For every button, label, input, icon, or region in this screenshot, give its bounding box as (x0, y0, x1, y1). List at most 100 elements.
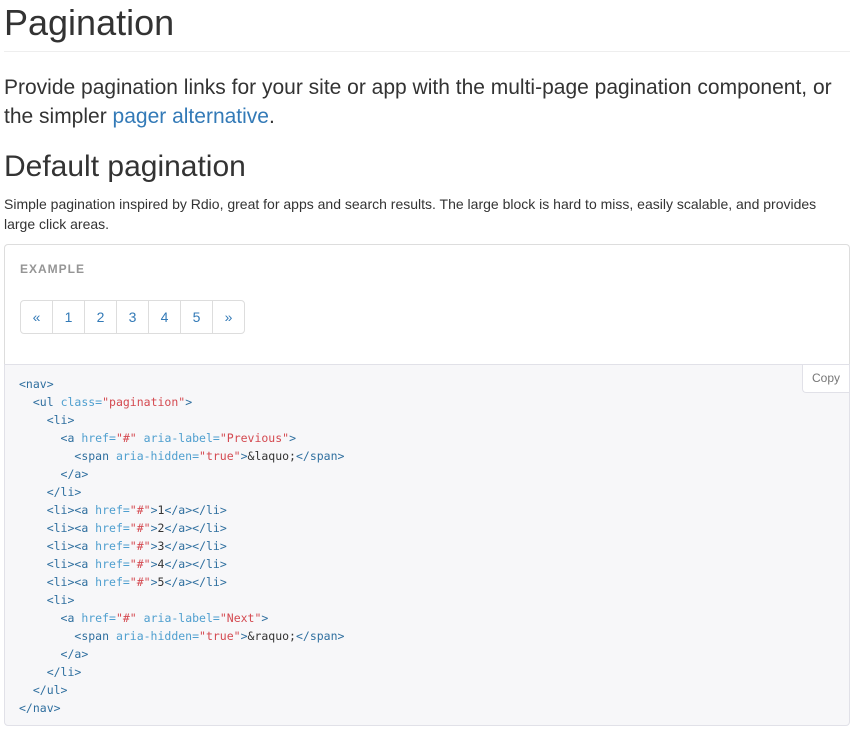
intro-paragraph: Provide pagination links for your site o… (4, 73, 850, 131)
code-token: aria-label= (143, 611, 220, 625)
docs-page: Pagination Provide pagination links for … (4, 0, 850, 726)
code-token (19, 521, 47, 535)
example-label: EXAMPLE (20, 262, 86, 276)
pagination-page-3-link[interactable]: 3 (116, 300, 149, 334)
code-line: <li><a href="#">2</a></li> (19, 519, 344, 537)
code-token: href= (95, 557, 130, 571)
code-token: </a></li> (164, 539, 227, 553)
code-block: <nav> <ul class="pagination"> <li> <a hr… (19, 375, 344, 717)
code-line: <li> (19, 411, 344, 429)
code-token: "Previous" (219, 431, 290, 445)
page-header: Pagination (4, 0, 850, 52)
code-token: > (150, 557, 158, 571)
code-line: </a> (19, 465, 344, 483)
code-token: "#" (129, 521, 151, 535)
code-token: "#" (129, 503, 151, 517)
intro-text: Provide pagination links for your site o… (4, 76, 832, 128)
pagination-next-link[interactable]: » (212, 300, 245, 334)
code-token: </span> (295, 629, 345, 643)
code-token: <nav> (19, 377, 54, 391)
code-token: > (150, 575, 158, 589)
code-token: href= (95, 521, 130, 535)
code-token: href= (95, 575, 130, 589)
code-line: <li><a href="#">4</a></li> (19, 555, 344, 573)
code-token: &raquo; (247, 629, 296, 643)
pagination: « 1 2 3 4 5 » (20, 300, 245, 334)
code-token: href= (81, 431, 116, 445)
code-token: <a (60, 431, 82, 445)
code-token: 1 (157, 503, 165, 517)
code-token: </a></li> (164, 503, 227, 517)
code-token (19, 503, 47, 517)
code-token: "#" (115, 431, 137, 445)
pagination-page-4-link[interactable]: 4 (148, 300, 181, 334)
code-token (19, 611, 61, 625)
code-token: <li> (46, 413, 75, 427)
code-token: <span (74, 629, 116, 643)
code-token: href= (95, 539, 130, 553)
code-token: &laquo; (247, 449, 296, 463)
code-line: <span aria-hidden="true">&raquo;</span> (19, 627, 344, 645)
code-token: </a></li> (164, 521, 227, 535)
code-token (19, 395, 33, 409)
code-line: </a> (19, 645, 344, 663)
code-line: </nav> (19, 699, 344, 717)
pagination-page-5-link[interactable]: 5 (180, 300, 213, 334)
code-line: <ul class="pagination"> (19, 393, 344, 411)
code-token: > (240, 629, 248, 643)
pager-alternative-link[interactable]: pager alternative (112, 105, 269, 128)
code-token: <li> (46, 593, 75, 607)
code-token: <li><a (46, 503, 96, 517)
code-token: aria-hidden= (115, 629, 200, 643)
code-token: </a></li> (164, 575, 227, 589)
code-token: href= (81, 611, 116, 625)
code-token (19, 431, 61, 445)
pagination-page-2-link[interactable]: 2 (84, 300, 117, 334)
code-token: <ul (32, 395, 61, 409)
code-token: > (240, 449, 248, 463)
code-token: </a></li> (164, 557, 227, 571)
code-token (19, 449, 74, 463)
intro-text-end: . (268, 105, 275, 128)
code-token: 3 (157, 539, 165, 553)
section-description: Simple pagination inspired by Rdio, grea… (4, 196, 817, 232)
code-token: "true" (199, 449, 241, 463)
code-token: "#" (129, 539, 151, 553)
code-token: > (150, 539, 158, 553)
code-line: <span aria-hidden="true">&laquo;</span> (19, 447, 344, 465)
code-token: "#" (115, 611, 137, 625)
code-token (19, 683, 33, 697)
code-line: <a href="#" aria-label="Previous"> (19, 429, 344, 447)
code-line: </ul> (19, 681, 344, 699)
code-token: > (150, 503, 158, 517)
code-token: > (261, 611, 269, 625)
code-line: </li> (19, 663, 344, 681)
code-token: "#" (129, 557, 151, 571)
code-snippet: Copy <nav> <ul class="pagination"> <li> … (4, 364, 850, 726)
code-token (19, 665, 47, 679)
code-token: <li><a (46, 521, 96, 535)
code-token (19, 593, 47, 607)
pagination-previous-link[interactable]: « (20, 300, 53, 334)
code-token: </ul> (32, 683, 68, 697)
code-token: </li> (46, 485, 82, 499)
code-token: "#" (129, 575, 151, 589)
code-token (19, 467, 61, 481)
code-token: 4 (157, 557, 165, 571)
code-token: aria-label= (143, 431, 220, 445)
code-line: <a href="#" aria-label="Next"> (19, 609, 344, 627)
code-line: <nav> (19, 375, 344, 393)
code-token: <span (74, 449, 116, 463)
code-token: <li><a (46, 539, 96, 553)
code-token: </li> (46, 665, 82, 679)
code-token (19, 647, 61, 661)
code-token: href= (95, 503, 130, 517)
code-line: </li> (19, 483, 344, 501)
code-token: 2 (157, 521, 165, 535)
pagination-page-1-link[interactable]: 1 (52, 300, 85, 334)
copy-button[interactable]: Copy (802, 365, 849, 393)
code-line: <li> (19, 591, 344, 609)
code-token (19, 629, 74, 643)
code-token: <a (60, 611, 82, 625)
code-token: class= (60, 395, 103, 409)
